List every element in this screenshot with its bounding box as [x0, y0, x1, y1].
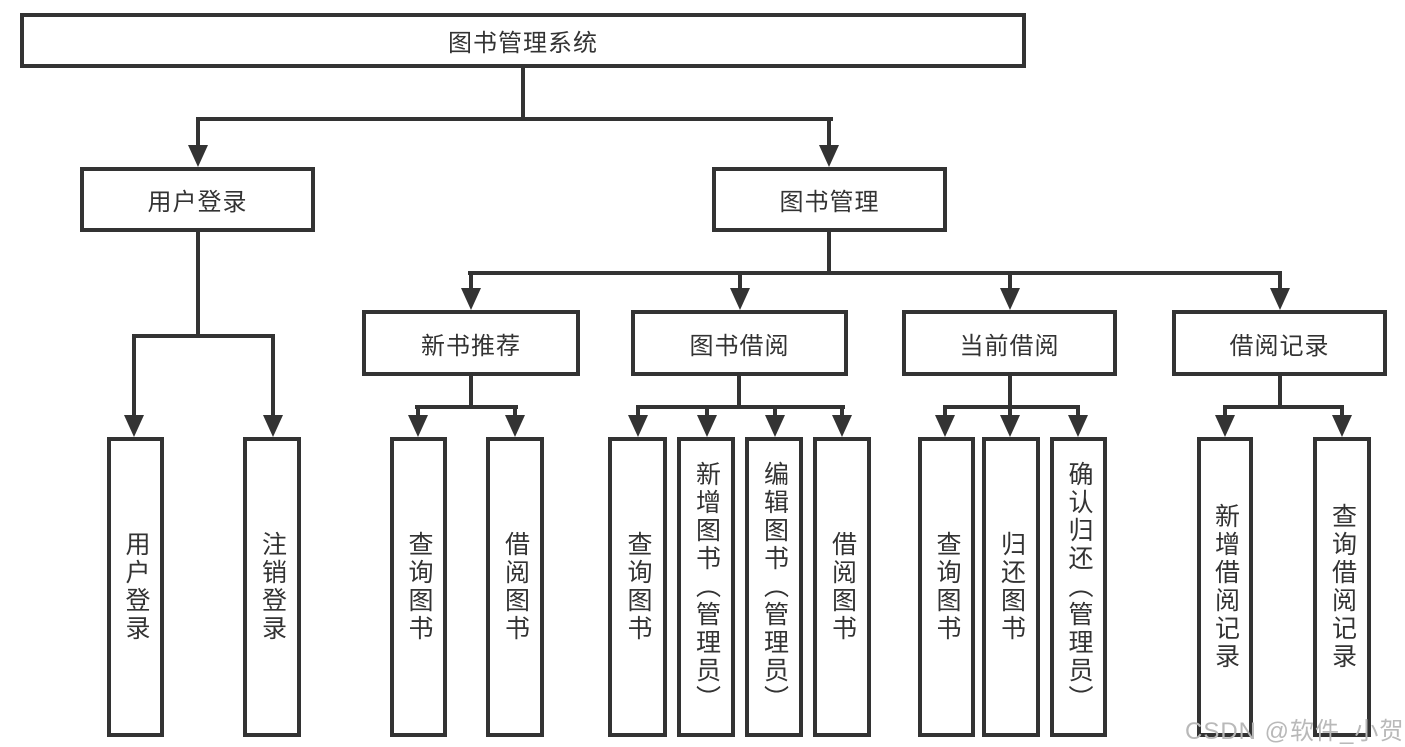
connector-book-borrow-rail [636, 405, 845, 409]
leaf-user-login-label: 用户登录 [122, 531, 150, 643]
leaf-current-return-label: 归还图书 [997, 531, 1026, 643]
connector-borrow-records-stem [1278, 376, 1282, 407]
node-borrow-records: 借阅记录 [1172, 310, 1387, 376]
node-book-borrow: 图书借阅 [631, 310, 848, 376]
connector-root-stem [521, 68, 525, 119]
leaf-current-confirm-return: 确认归还（管理员） [1050, 437, 1107, 737]
leaf-borrow-add-book: 新增图书（管理员） [677, 437, 735, 737]
arrow-new-book-leaf-2 [505, 405, 525, 437]
leaf-borrow-edit-book: 编辑图书（管理员） [745, 437, 803, 737]
leaf-records-query: 查询借阅记录 [1313, 437, 1371, 737]
leaf-newbook-borrow-label: 借阅图书 [501, 531, 530, 643]
node-borrow-records-label: 借阅记录 [1229, 332, 1330, 360]
leaf-borrow-query-label: 查询图书 [624, 531, 652, 643]
connector-level2-rail [196, 117, 833, 121]
leaf-logout: 注销登录 [243, 437, 301, 737]
arrow-current-borrow-leaf-2 [1000, 405, 1020, 437]
leaf-newbook-query-label: 查询图书 [405, 531, 433, 643]
leaf-records-add-label: 新增借阅记录 [1211, 503, 1240, 671]
node-book-management-label: 图书管理 [779, 189, 880, 216]
arrow-to-leaf-logout [263, 334, 283, 437]
arrow-book-borrow-leaf-2 [697, 405, 717, 437]
leaf-logout-label: 注销登录 [258, 531, 287, 643]
connector-level3-rail [468, 271, 1282, 275]
connector-current-borrow-stem [1008, 376, 1012, 407]
node-current-borrow-label: 当前借阅 [959, 332, 1060, 360]
arrow-to-book-borrow [730, 271, 750, 310]
arrow-current-borrow-leaf-3 [1068, 405, 1088, 437]
leaf-records-query-label: 查询借阅记录 [1328, 503, 1357, 671]
leaf-borrow-borrow-book-label: 借阅图书 [828, 531, 857, 643]
leaf-current-return: 归还图书 [982, 437, 1040, 737]
arrow-book-borrow-leaf-3 [765, 405, 785, 437]
node-root: 图书管理系统 [20, 13, 1026, 68]
node-new-book-recommend-label: 新书推荐 [421, 332, 521, 360]
arrow-to-leaf-login [124, 334, 144, 437]
arrow-borrow-records-leaf-1 [1215, 405, 1235, 437]
csdn-watermark: CSDN @软件_小贺同学 [1185, 718, 1405, 745]
connector-borrow-records-rail [1223, 405, 1344, 409]
arrow-to-book-management [819, 117, 839, 167]
arrow-to-user-login [188, 117, 208, 167]
node-root-label: 图书管理系统 [448, 30, 598, 57]
leaf-newbook-query: 查询图书 [390, 437, 447, 737]
connector-user-login-stem [196, 232, 200, 338]
connector-new-book-rail [415, 405, 518, 409]
node-book-management: 图书管理 [712, 167, 947, 232]
node-new-book-recommend: 新书推荐 [362, 310, 580, 376]
leaf-newbook-borrow: 借阅图书 [486, 437, 544, 737]
node-user-login: 用户登录 [80, 167, 315, 232]
arrow-to-borrow-records [1270, 271, 1290, 310]
leaf-borrow-query: 查询图书 [608, 437, 667, 737]
node-user-login-label: 用户登录 [147, 189, 248, 216]
arrow-new-book-leaf-1 [408, 405, 428, 437]
leaf-current-confirm-return-label: 确认归还（管理员） [1065, 461, 1093, 713]
arrow-book-borrow-leaf-4 [832, 405, 852, 437]
node-book-borrow-label: 图书借阅 [689, 332, 790, 360]
arrow-to-current-borrow [1000, 271, 1020, 310]
leaf-user-login: 用户登录 [107, 437, 164, 737]
arrow-borrow-records-leaf-2 [1332, 405, 1352, 437]
arrow-to-new-book [461, 271, 481, 310]
connector-user-login-rail [132, 334, 275, 338]
node-current-borrow: 当前借阅 [902, 310, 1117, 376]
arrow-current-borrow-leaf-1 [935, 405, 955, 437]
connector-book-management-stem [827, 232, 831, 275]
leaf-borrow-borrow-book: 借阅图书 [813, 437, 871, 737]
leaf-current-query: 查询图书 [918, 437, 975, 737]
leaf-current-query-label: 查询图书 [933, 531, 961, 643]
arrow-book-borrow-leaf-1 [628, 405, 648, 437]
connector-new-book-stem [469, 376, 473, 407]
leaf-borrow-edit-book-label: 编辑图书（管理员） [760, 461, 789, 713]
leaf-records-add: 新增借阅记录 [1197, 437, 1253, 737]
leaf-borrow-add-book-label: 新增图书（管理员） [692, 461, 721, 713]
connector-book-borrow-stem [737, 376, 741, 407]
